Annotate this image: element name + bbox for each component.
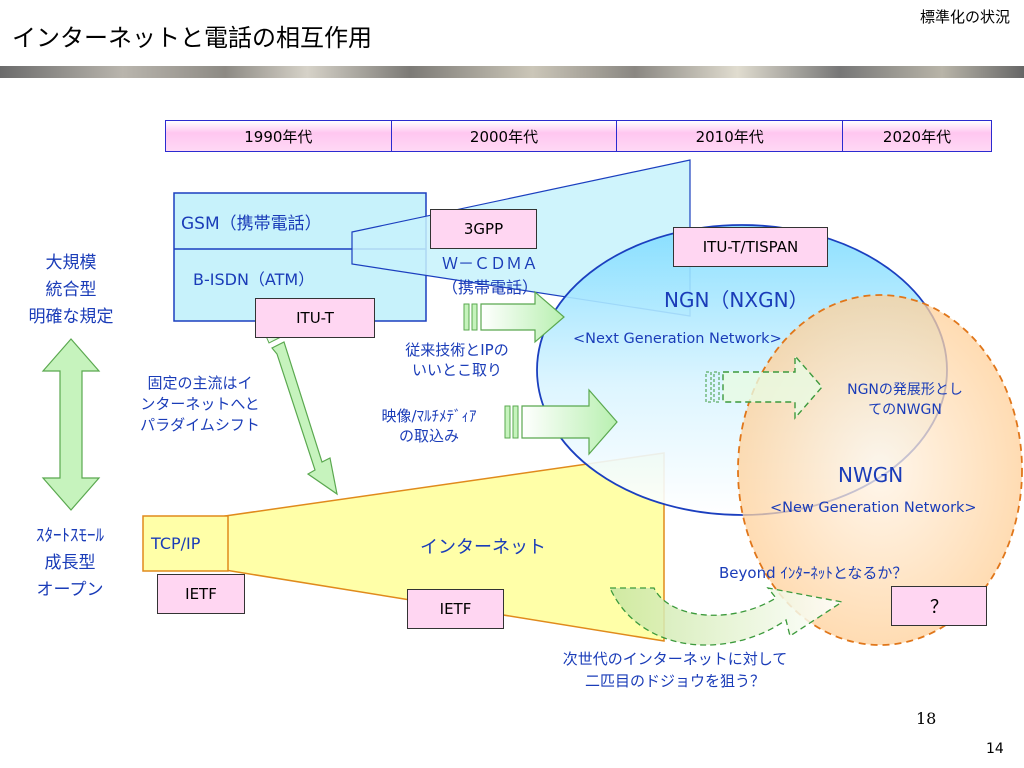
ngn-development-line-1: NGNの発展形とし [847,382,963,398]
wcdma-line-2: （携帯電話） [441,278,538,297]
timeline-bar: 1990年代 2000年代 2010年代 2020年代 [165,120,992,152]
ngn-development-caption: NGNの発展形とし てのNWGN [822,380,988,420]
ngn-subtitle: <Next Generation Network> [573,331,782,347]
ngn-to-nwgn-arrow [705,354,823,420]
left-double-arrow [41,338,101,511]
bisdn-label: B-ISDN（ATM） [193,270,315,289]
ngn-title: NGN（NXGN） [664,288,809,312]
page-number: 14 [986,741,1004,757]
tcpip-label: TCP/IP [151,534,201,553]
large-scale-caption: 大規模 統合型 明確な規定 [8,250,134,331]
start-small-line-2: 成長型 [44,553,96,573]
internet-label: インターネット [420,537,546,558]
paradigm-line-1: 固定の主流はイ [147,374,253,392]
3gpp-box: 3GPP [430,209,537,249]
large-scale-line-1: 大規模 [45,253,97,273]
nwgn-subtitle: <New Generation Network> [770,500,977,516]
next-gen-line-1: 次世代のインターネットに対して [562,650,788,668]
nwgn-question-box: ？ [891,586,987,626]
paradigm-line-2: ンターネットへと [140,395,260,413]
paradigm-line-3: パラダイムシフト [140,416,260,434]
media-line-2: の取込み [398,427,459,445]
next-gen-line-2: 二匹目のドジョウを狙う？ [584,672,765,690]
media-line-1: 映像/ﾏﾙﾁﾒﾃﾞｨｱ [381,407,477,425]
next-gen-caption: 次世代のインターネットに対して 二匹目のドジョウを狙う？ [525,648,825,692]
start-small-line-3: オープン [36,580,104,600]
large-scale-line-2: 統合型 [45,280,97,300]
paradigm-caption: 固定の主流はイ ンターネットへと パラダイムシフト [120,373,280,436]
tispan-box: ITU-T/TISPAN [673,227,828,267]
beyond-caption: Beyond ｲﾝﾀｰﾈｯﾄとなるか？ [719,564,908,582]
media-caption: 映像/ﾏﾙﾁﾒﾃﾞｨｱ の取込み [354,406,504,446]
legacy-caption: 従来技術とIPの いいとこ取り [382,340,532,380]
slide-number: 18 [916,709,937,728]
era-2010s: 2010年代 [617,121,844,151]
legacy-line-2: いいとこ取り [411,361,502,379]
era-2020s: 2020年代 [843,121,992,151]
section-label: 標準化の状況 [919,8,1010,26]
legacy-to-ngn-arrow [463,290,565,344]
ietf-box-left: IETF [157,574,245,614]
tcpip-box [142,515,229,572]
era-2000s: 2000年代 [391,121,618,151]
header-divider-band [0,66,1024,78]
wcdma-label: Ｗ－ＣＤＭＡ （携帯電話） [420,252,560,300]
media-to-ngn-arrow [504,388,618,456]
ngn-development-line-2: てのNWGN [868,402,942,418]
itut-box: ITU-T [255,298,375,338]
large-scale-line-3: 明確な規定 [28,307,114,327]
ietf-box-right: IETF [407,589,504,629]
beyond-swoop-arrow [608,587,844,646]
start-small-line-1: ｽﾀｰﾄｽﾓｰﾙ [36,526,104,546]
wcdma-line-1: Ｗ－ＣＤＭＡ [441,254,538,273]
page-title: インターネットと電話の相互作用 [12,24,372,52]
gsm-label: GSM（携帯電話） [181,214,322,234]
nwgn-title: NWGN [838,463,904,487]
start-small-caption: ｽﾀｰﾄｽﾓｰﾙ 成長型 オープン [6,523,134,604]
era-1990s: 1990年代 [166,121,392,151]
legacy-line-1: 従来技術とIPの [405,341,509,359]
